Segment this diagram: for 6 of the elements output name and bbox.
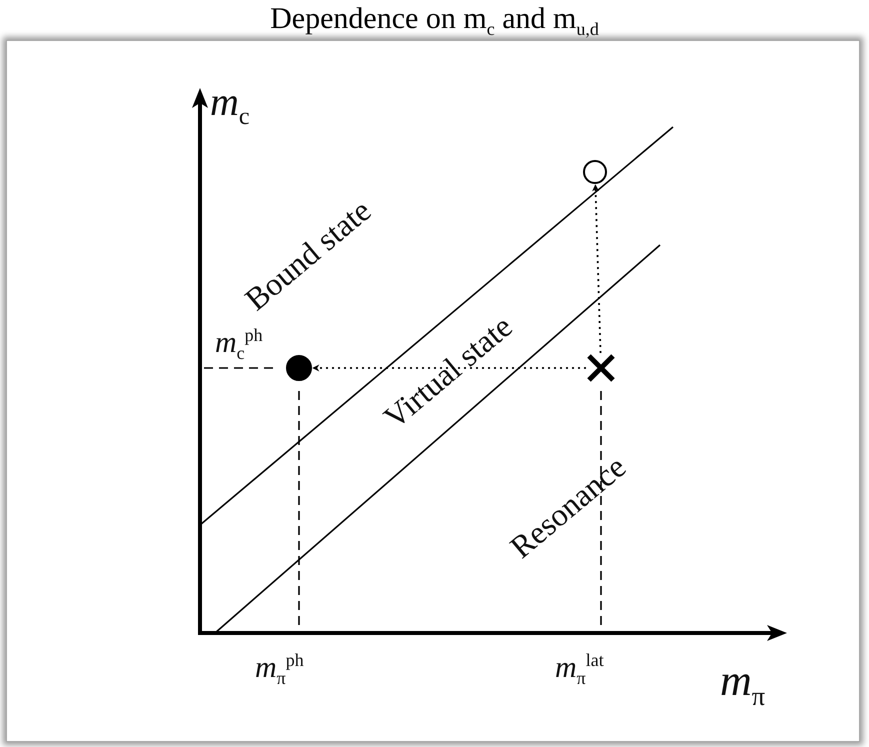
cross-marker [587,354,615,382]
axis-label: m$_{π}$ [720,655,766,712]
axis-label: m$_{c}$ [210,78,250,131]
diagram-title: Dependence on m$_{c}$ and m$_{u,d}$ [269,2,600,40]
arrow [592,184,602,354]
arrow [312,364,586,372]
